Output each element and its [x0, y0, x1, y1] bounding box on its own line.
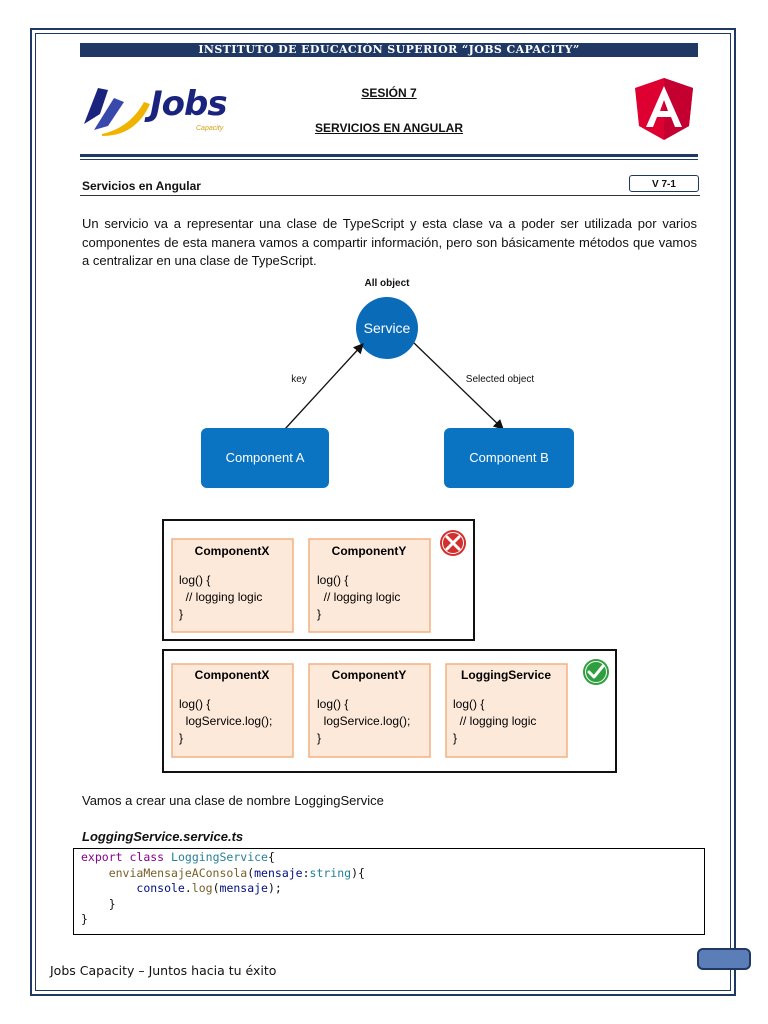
- service-node: [356, 297, 418, 359]
- svg-text:log() {: log() {: [179, 573, 210, 587]
- svg-text:// logging logic: // logging logic: [317, 590, 400, 604]
- page-number-box: [697, 948, 751, 970]
- component-a-label: Component A: [226, 450, 305, 465]
- logo-subtext: Capacity: [196, 125, 224, 132]
- jobs-logo-icon: [84, 88, 150, 136]
- intro-paragraph: Un servicio va a representar una clase d…: [82, 216, 697, 268]
- svg-text:}: }: [317, 731, 321, 745]
- good-componenty-box: ComponentY log() { logService.log(); }: [308, 663, 431, 758]
- svg-text:ComponentX: ComponentX: [195, 668, 270, 682]
- paragraph-create-class: Vamos a crear una clase de nombre Loggin…: [82, 793, 384, 808]
- svg-text:log() {: log() {: [453, 697, 484, 711]
- bad-componentx-box: ComponentX log() { // logging logic }: [171, 538, 294, 633]
- version-badge: V 7-1: [629, 175, 699, 192]
- arrow-selected: [413, 342, 504, 430]
- svg-text:}: }: [179, 607, 183, 621]
- component-b-label: Component B: [469, 450, 549, 465]
- good-componentx-box: ComponentX log() { logService.log(); }: [171, 663, 294, 758]
- service-label: Service: [364, 320, 411, 336]
- section-title: Servicios en Angular: [82, 179, 201, 193]
- logo-text: Jobs: [150, 84, 228, 124]
- bad-componenty-box: ComponentY log() { // logging logic }: [308, 538, 431, 633]
- loggingservice-box: LoggingService log() { // logging logic …: [445, 663, 568, 758]
- error-x-icon: [440, 530, 466, 556]
- svg-text:logService.log();: logService.log();: [317, 714, 410, 728]
- svg-text:ComponentX: ComponentX: [195, 544, 270, 558]
- code-line-2: enviaMensajeAConsola(mensaje:string){: [108, 865, 365, 880]
- session-topic: SERVICIOS EN ANGULAR: [314, 121, 464, 135]
- code-line-1: export class LoggingService{: [81, 850, 275, 864]
- svg-text:// logging logic: // logging logic: [179, 590, 262, 604]
- component-b-node: [444, 428, 574, 488]
- session-number: SESIÓN 7: [361, 86, 417, 100]
- diagram-top-label: All object: [364, 278, 410, 289]
- logging-comparison-figure: ComponentX log() { // logging logic } Co…: [162, 519, 617, 773]
- code-line-3: console.log(mensaje);: [136, 881, 282, 895]
- page-border-inner: [35, 33, 731, 991]
- svg-text:log() {: log() {: [317, 573, 348, 587]
- code-line-5: }: [81, 912, 88, 926]
- svg-text:LoggingService: LoggingService: [461, 668, 551, 682]
- institute-header: INSTITUTO DE EDUCACIÓN SUPERIOR “JOBS CA…: [80, 43, 698, 57]
- angular-logo-icon: [635, 78, 693, 140]
- code-block: export class LoggingService{ enviaMensaj…: [73, 848, 705, 935]
- svg-text:logService.log();: logService.log();: [179, 714, 272, 728]
- component-a-node: [201, 428, 329, 488]
- code-filename: LoggingService.service.ts: [82, 829, 244, 844]
- svg-text:}: }: [179, 731, 183, 745]
- arrow-key: [284, 343, 364, 430]
- section-underline: [80, 195, 700, 196]
- svg-text:}: }: [453, 731, 457, 745]
- svg-text:// logging logic: // logging logic: [453, 714, 536, 728]
- arrow-key-label: key: [291, 374, 307, 385]
- header-rule-thin: [80, 159, 698, 160]
- footer-slogan: Jobs Capacity – Juntos hacia tu éxito: [50, 963, 277, 978]
- svg-text:ComponentY: ComponentY: [332, 544, 407, 558]
- header-rule: [80, 154, 698, 157]
- code-line-4: }: [108, 896, 116, 911]
- service-diagram: All object Service key Selected object C…: [195, 272, 581, 498]
- success-check-icon: [583, 659, 609, 685]
- arrow-selected-label: Selected object: [466, 374, 535, 385]
- svg-text:ComponentY: ComponentY: [332, 668, 407, 682]
- svg-text:log() {: log() {: [179, 697, 210, 711]
- svg-text:}: }: [317, 607, 321, 621]
- page-border-outer: [30, 28, 736, 996]
- svg-text:log() {: log() {: [317, 697, 348, 711]
